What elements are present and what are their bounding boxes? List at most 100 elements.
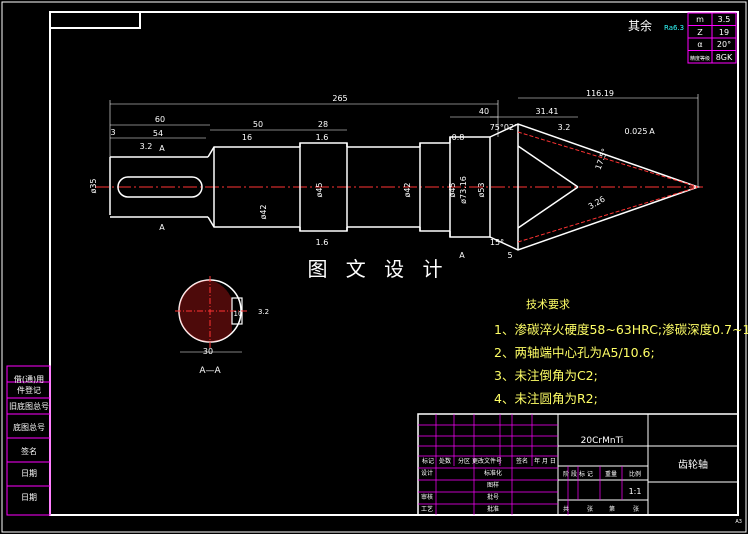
drawing-line	[6, 365, 51, 516]
drawing-line	[207, 216, 300, 228]
drawing-text: 审核	[421, 493, 433, 501]
drawing-text: 标记	[422, 457, 434, 465]
drawing-text: 图样	[487, 481, 499, 489]
drawing-text: 3.2	[258, 308, 269, 316]
drawing-text: 0.025	[625, 127, 648, 136]
drawing-text: 5	[507, 251, 512, 260]
corner-box	[49, 11, 141, 29]
watermark: 图 文 设 计	[307, 257, 448, 281]
drawing-text: 8GK	[716, 53, 733, 62]
inner-frame	[49, 11, 739, 516]
drawing-text: 技术要求	[526, 298, 570, 311]
drawing-text: 31.41	[536, 107, 559, 116]
drawing-text: 30	[203, 347, 213, 356]
drawing-text: 处数	[439, 457, 451, 465]
title-block: 20CrMnTi 齿轮轴 标记 处数 分区 更改文件号 签名 年 月 日 设计 …	[417, 413, 739, 516]
drawing-text: 签名	[21, 446, 37, 456]
drawing-text: 10	[234, 310, 243, 318]
hidden-lines	[517, 131, 699, 243]
drawing-text: 265	[332, 94, 347, 103]
drawing-text: 28	[318, 120, 328, 129]
drawing-text: 共	[563, 505, 569, 513]
drawing-line	[299, 142, 348, 147]
drawing-text: 3.2	[558, 123, 571, 132]
drawing-text: 0.8	[452, 133, 465, 142]
drawing-text: 3、未注倒角为C2;	[494, 368, 598, 383]
dimension-texts: 265 60 54 50 16 28 40 31.41 116.19 3 3.2…	[89, 89, 655, 260]
drawing-text: 3.5	[718, 15, 731, 24]
drawing-text: ø45	[315, 182, 324, 197]
drawing-text: 116.19	[586, 89, 614, 98]
drawing-text: 签名	[516, 457, 528, 465]
drawing-text: 旧底图总号	[9, 401, 49, 411]
drawing-text: 3.2	[140, 142, 153, 151]
drawing-text: 阶 段 标 记	[563, 470, 593, 478]
drawing-text: m	[696, 15, 704, 24]
drawing-line	[449, 231, 490, 238]
drawing-text: ø45	[448, 182, 457, 197]
drawing-text: 20°	[717, 40, 731, 49]
drawing-text: A	[459, 251, 465, 260]
drawing-text: A	[159, 144, 165, 153]
drawing-text: 张	[587, 505, 593, 513]
drawing-text: 批准	[487, 505, 499, 513]
left-label-column: 借(通)用 件登记 旧底图总号 底图总号 签名 日期 日期	[6, 365, 51, 516]
gear-params-table: 其余 3 Ra6.3 m 3.5 Z 19 α 20° 精度等级 8GK	[628, 12, 737, 64]
drawing-text: 张	[633, 505, 639, 513]
drawing-text: ø53	[477, 182, 486, 197]
shaft-outline	[109, 123, 701, 251]
drawing-text: 1、渗碳淬火硬度58~63HRC;渗碳深度0.7~1.1mm;	[494, 322, 748, 337]
drawing-line	[419, 142, 450, 147]
drawing-text: 标准化	[484, 469, 502, 477]
drawing-text: Z	[697, 28, 703, 37]
drawing-text: 分区	[458, 457, 470, 465]
drawing-line	[117, 176, 203, 198]
part-name: 齿轮轴	[678, 458, 708, 471]
drawing-text: 精度等级	[690, 55, 710, 62]
technical-requirements: 技术要求 1、渗碳淬火硬度58~63HRC;渗碳深度0.7~1.1mm; 2、两…	[494, 298, 748, 406]
drawing-text: A	[159, 223, 165, 232]
drawing-line	[517, 186, 579, 229]
drawing-text: ø35	[89, 178, 98, 193]
drawing-text: 设计	[421, 469, 433, 477]
drawing-line	[299, 227, 348, 232]
drawing-text: 4、未注圆角为R2;	[494, 391, 598, 406]
drawing-text: 19	[719, 28, 729, 37]
drawing-line	[207, 146, 300, 158]
drawing-text: 更改文件号	[472, 457, 502, 465]
drawing-text: 日期	[21, 469, 37, 478]
drawing-text: 50	[253, 120, 263, 129]
material: 20CrMnTi	[581, 436, 624, 446]
drawing-text: 75°02'	[490, 123, 517, 132]
drawing-text: 重量	[605, 470, 617, 478]
drawing-text: 3.26	[587, 194, 607, 211]
dimension-lines	[109, 94, 699, 187]
drawing-line	[418, 414, 623, 515]
drawing-text: ø42	[259, 204, 268, 219]
drawing-text: 工艺	[421, 505, 433, 513]
drawing-line	[517, 131, 699, 188]
drawing-text: ø73.16	[459, 176, 468, 204]
drawing-text: 1:1	[629, 487, 642, 496]
drawing-text: 16	[242, 133, 252, 142]
drawing-text: 年 月 日	[534, 457, 556, 465]
section-view: 30 10 3.2 A—A	[175, 276, 269, 376]
drawing-text: 件登记	[17, 385, 41, 395]
drawing-text: 60	[155, 115, 165, 124]
drawing-line	[517, 145, 579, 188]
drawing-text: 批号	[487, 493, 499, 501]
drawing-text: 1.6	[316, 238, 329, 247]
drawing-text: 日期	[21, 493, 37, 502]
roughness-ra: Ra6.3	[664, 24, 684, 32]
drawing-text: A	[649, 127, 655, 136]
drawing-text: 15°	[490, 238, 504, 247]
roughness-note: 其余	[628, 18, 652, 33]
drawing-text: α	[697, 40, 702, 49]
drawing-text: 2、两轴端中心孔为A5/10.6;	[494, 345, 655, 360]
corner-mark: A3	[735, 519, 742, 525]
drawing-text: 3	[110, 128, 115, 137]
drawing-text: A—A	[199, 366, 221, 376]
drawing-line	[517, 186, 699, 243]
